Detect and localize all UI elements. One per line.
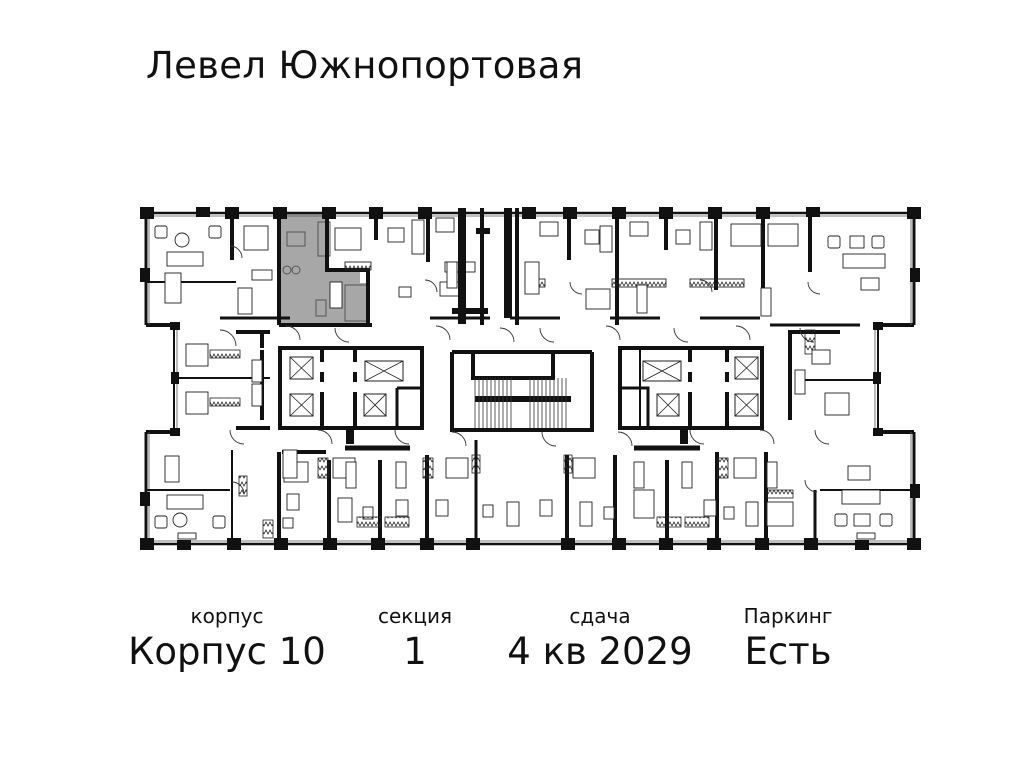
kitchen-strips: [209, 329, 816, 539]
bathrooms: [185, 261, 850, 489]
project-title: Левел Южнопортовая: [146, 44, 584, 87]
furniture-top: [154, 217, 886, 310]
staircase: [450, 350, 594, 432]
info-section: секция 1: [360, 604, 470, 674]
info-building: корпус Корпус 10: [112, 604, 342, 674]
info-delivery: сдача 4 кв 2029: [490, 604, 710, 674]
info-parking: Паркинг Есть: [722, 604, 854, 674]
info-building-value: Корпус 10: [128, 630, 326, 673]
highlighted-apartment[interactable]: [281, 213, 368, 325]
bottom-row-walls: [146, 440, 914, 544]
furniture-bottom: [154, 455, 893, 540]
door-swings: [219, 245, 830, 495]
elevator-core-right: [618, 346, 764, 430]
elevator-core-left: [278, 346, 424, 430]
info-delivery-label: сдача: [569, 604, 631, 628]
info-delivery-value: 4 кв 2029: [507, 630, 693, 673]
info-section-label: секция: [377, 604, 453, 628]
info-building-label: корпус: [190, 604, 264, 628]
info-parking-value: Есть: [744, 630, 832, 673]
info-section-value: 1: [403, 630, 427, 673]
info-parking-label: Паркинг: [743, 604, 833, 628]
